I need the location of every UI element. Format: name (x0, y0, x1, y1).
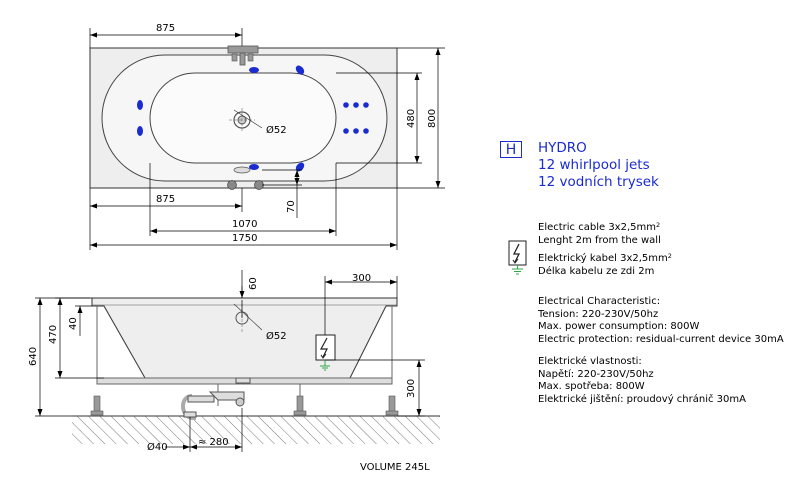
dim-1750: 1750 (232, 233, 257, 244)
dim-800: 800 (427, 109, 438, 128)
electrical-en: Electrical Characteristic: Tension: 220-… (538, 296, 784, 346)
electrical-en-power: Max. power consumption: 800W (538, 321, 700, 332)
jet-icon (353, 128, 359, 134)
hole-diameter-side-label: Ø52 (266, 330, 287, 342)
dim-640: 640 (28, 347, 39, 366)
hydro-title: HYDRO (538, 140, 587, 156)
electric-hazard-icon (508, 240, 527, 275)
electrical-cz-protection: Elektrické jištění: proudový chránič 30m… (538, 393, 746, 405)
jets-group (137, 65, 369, 172)
drain-icon (229, 108, 263, 132)
side-view: Ø52 (28, 270, 440, 453)
dim-470: 470 (48, 325, 59, 344)
dim-875-top: 875 (156, 23, 175, 34)
cable-line4: Délka kabelu ze zdi 2m (538, 265, 655, 277)
electrical-en-protection: Electric protection: residual-current de… (538, 333, 784, 345)
side-view-dimensions (35, 270, 425, 452)
volume-label: VOLUME 245L (360, 462, 430, 473)
jet-icon (249, 164, 259, 170)
hole-diameter-top-label: Ø52 (266, 124, 287, 136)
electrical-en-tension: Tension: 220-230V/50hz (538, 308, 659, 320)
dim-40: 40 (68, 317, 79, 330)
jet-icon (343, 128, 349, 134)
ground-icon (512, 265, 523, 275)
cable-line3-sup: 2 (667, 252, 672, 260)
jet-icon (137, 126, 143, 136)
cable-line2: Lenght 2m from the wall (538, 234, 661, 246)
dim-60: 60 (248, 277, 259, 290)
jet-icon (353, 102, 359, 108)
jet-icon (249, 67, 259, 73)
hydro-block: H HYDRO 12 whirlpool jets 12 vodních try… (500, 140, 659, 191)
dim-875-bottom: 875 (156, 194, 175, 205)
jet-icon (363, 102, 369, 108)
support-leg-icon (90, 395, 399, 416)
drain-diameter-label: Ø40 (147, 441, 168, 453)
overflow-icon (227, 166, 264, 190)
jet-icon (295, 65, 305, 75)
electrical-en-heading: Electrical Characteristic: (538, 296, 661, 307)
floor-hatch (72, 416, 440, 444)
faucet-icon (227, 45, 259, 66)
jet-icon (343, 102, 349, 108)
drain-siphon (181, 377, 251, 420)
dim-300-top: 300 (352, 273, 371, 284)
dim-280: ≈ 280 (198, 437, 229, 448)
jet-icon (137, 100, 143, 110)
electrical-cz-power: Max. spotřeba: 800W (538, 381, 645, 392)
dim-1070: 1070 (232, 219, 257, 230)
jet-icon (363, 128, 369, 134)
dim-70: 70 (286, 200, 297, 213)
hydro-badge: H (500, 141, 522, 158)
cable-spec: Electric cable 3x2,5mm2 Lenght 2m from t… (538, 222, 672, 278)
cable-line1-sup: 2 (655, 221, 661, 229)
dim-300-side: 300 (406, 379, 417, 398)
top-view-dimensions (89, 28, 445, 250)
dim-480: 480 (406, 109, 417, 128)
hydro-jets-cz: 12 vodních trysek (538, 174, 659, 190)
cable-line3: Elektrický kabel 3x2,5mm (538, 253, 668, 264)
electrical-cz-tension: Napětí: 220-230V/50hz (538, 368, 654, 380)
cable-line1: Electric cable 3x2,5mm (538, 222, 656, 233)
top-view: Ø52 (89, 23, 445, 250)
electrical-cz-heading: Elektrické vlastnosti: (538, 356, 642, 367)
electrical-cz: Elektrické vlastnosti: Napětí: 220-230V/… (538, 356, 746, 406)
hydro-jets-en: 12 whirlpool jets (538, 157, 650, 173)
jet-icon (295, 162, 305, 172)
